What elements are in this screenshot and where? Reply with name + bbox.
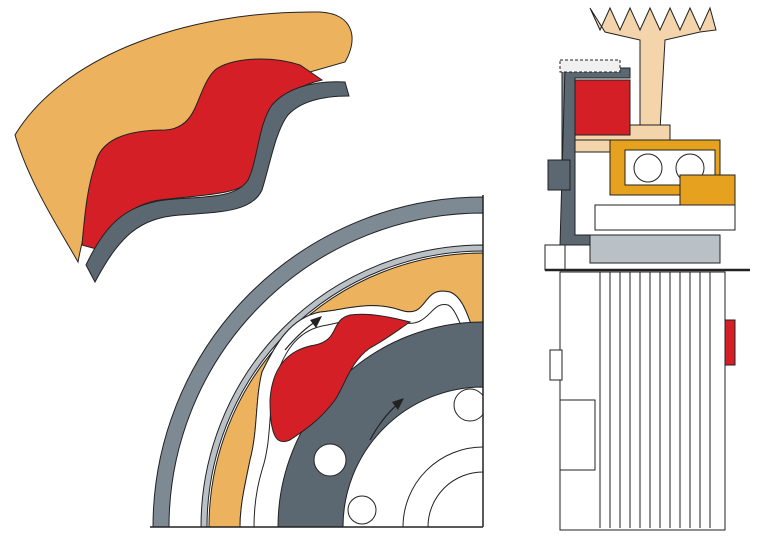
detail-wave-section	[14, 11, 353, 284]
bolt-hole-1	[313, 443, 347, 477]
rotation-arrow-inner	[369, 398, 404, 441]
cross-section	[544, 6, 750, 531]
hub-ring-inner	[427, 471, 483, 527]
inner-disc	[342, 386, 483, 527]
quarter-section	[150, 195, 484, 528]
hub-ring-outer	[402, 446, 483, 527]
bolt-hole-2	[347, 495, 377, 525]
slate-layer	[85, 81, 350, 284]
red-segment	[269, 313, 412, 442]
bearing-ball-1	[633, 153, 663, 183]
rotation-arrow-outer	[284, 316, 322, 351]
bolt-hole-3	[453, 388, 483, 422]
cooling-fins	[599, 272, 711, 528]
coil-red	[574, 79, 631, 136]
shaft-hub	[589, 234, 721, 264]
